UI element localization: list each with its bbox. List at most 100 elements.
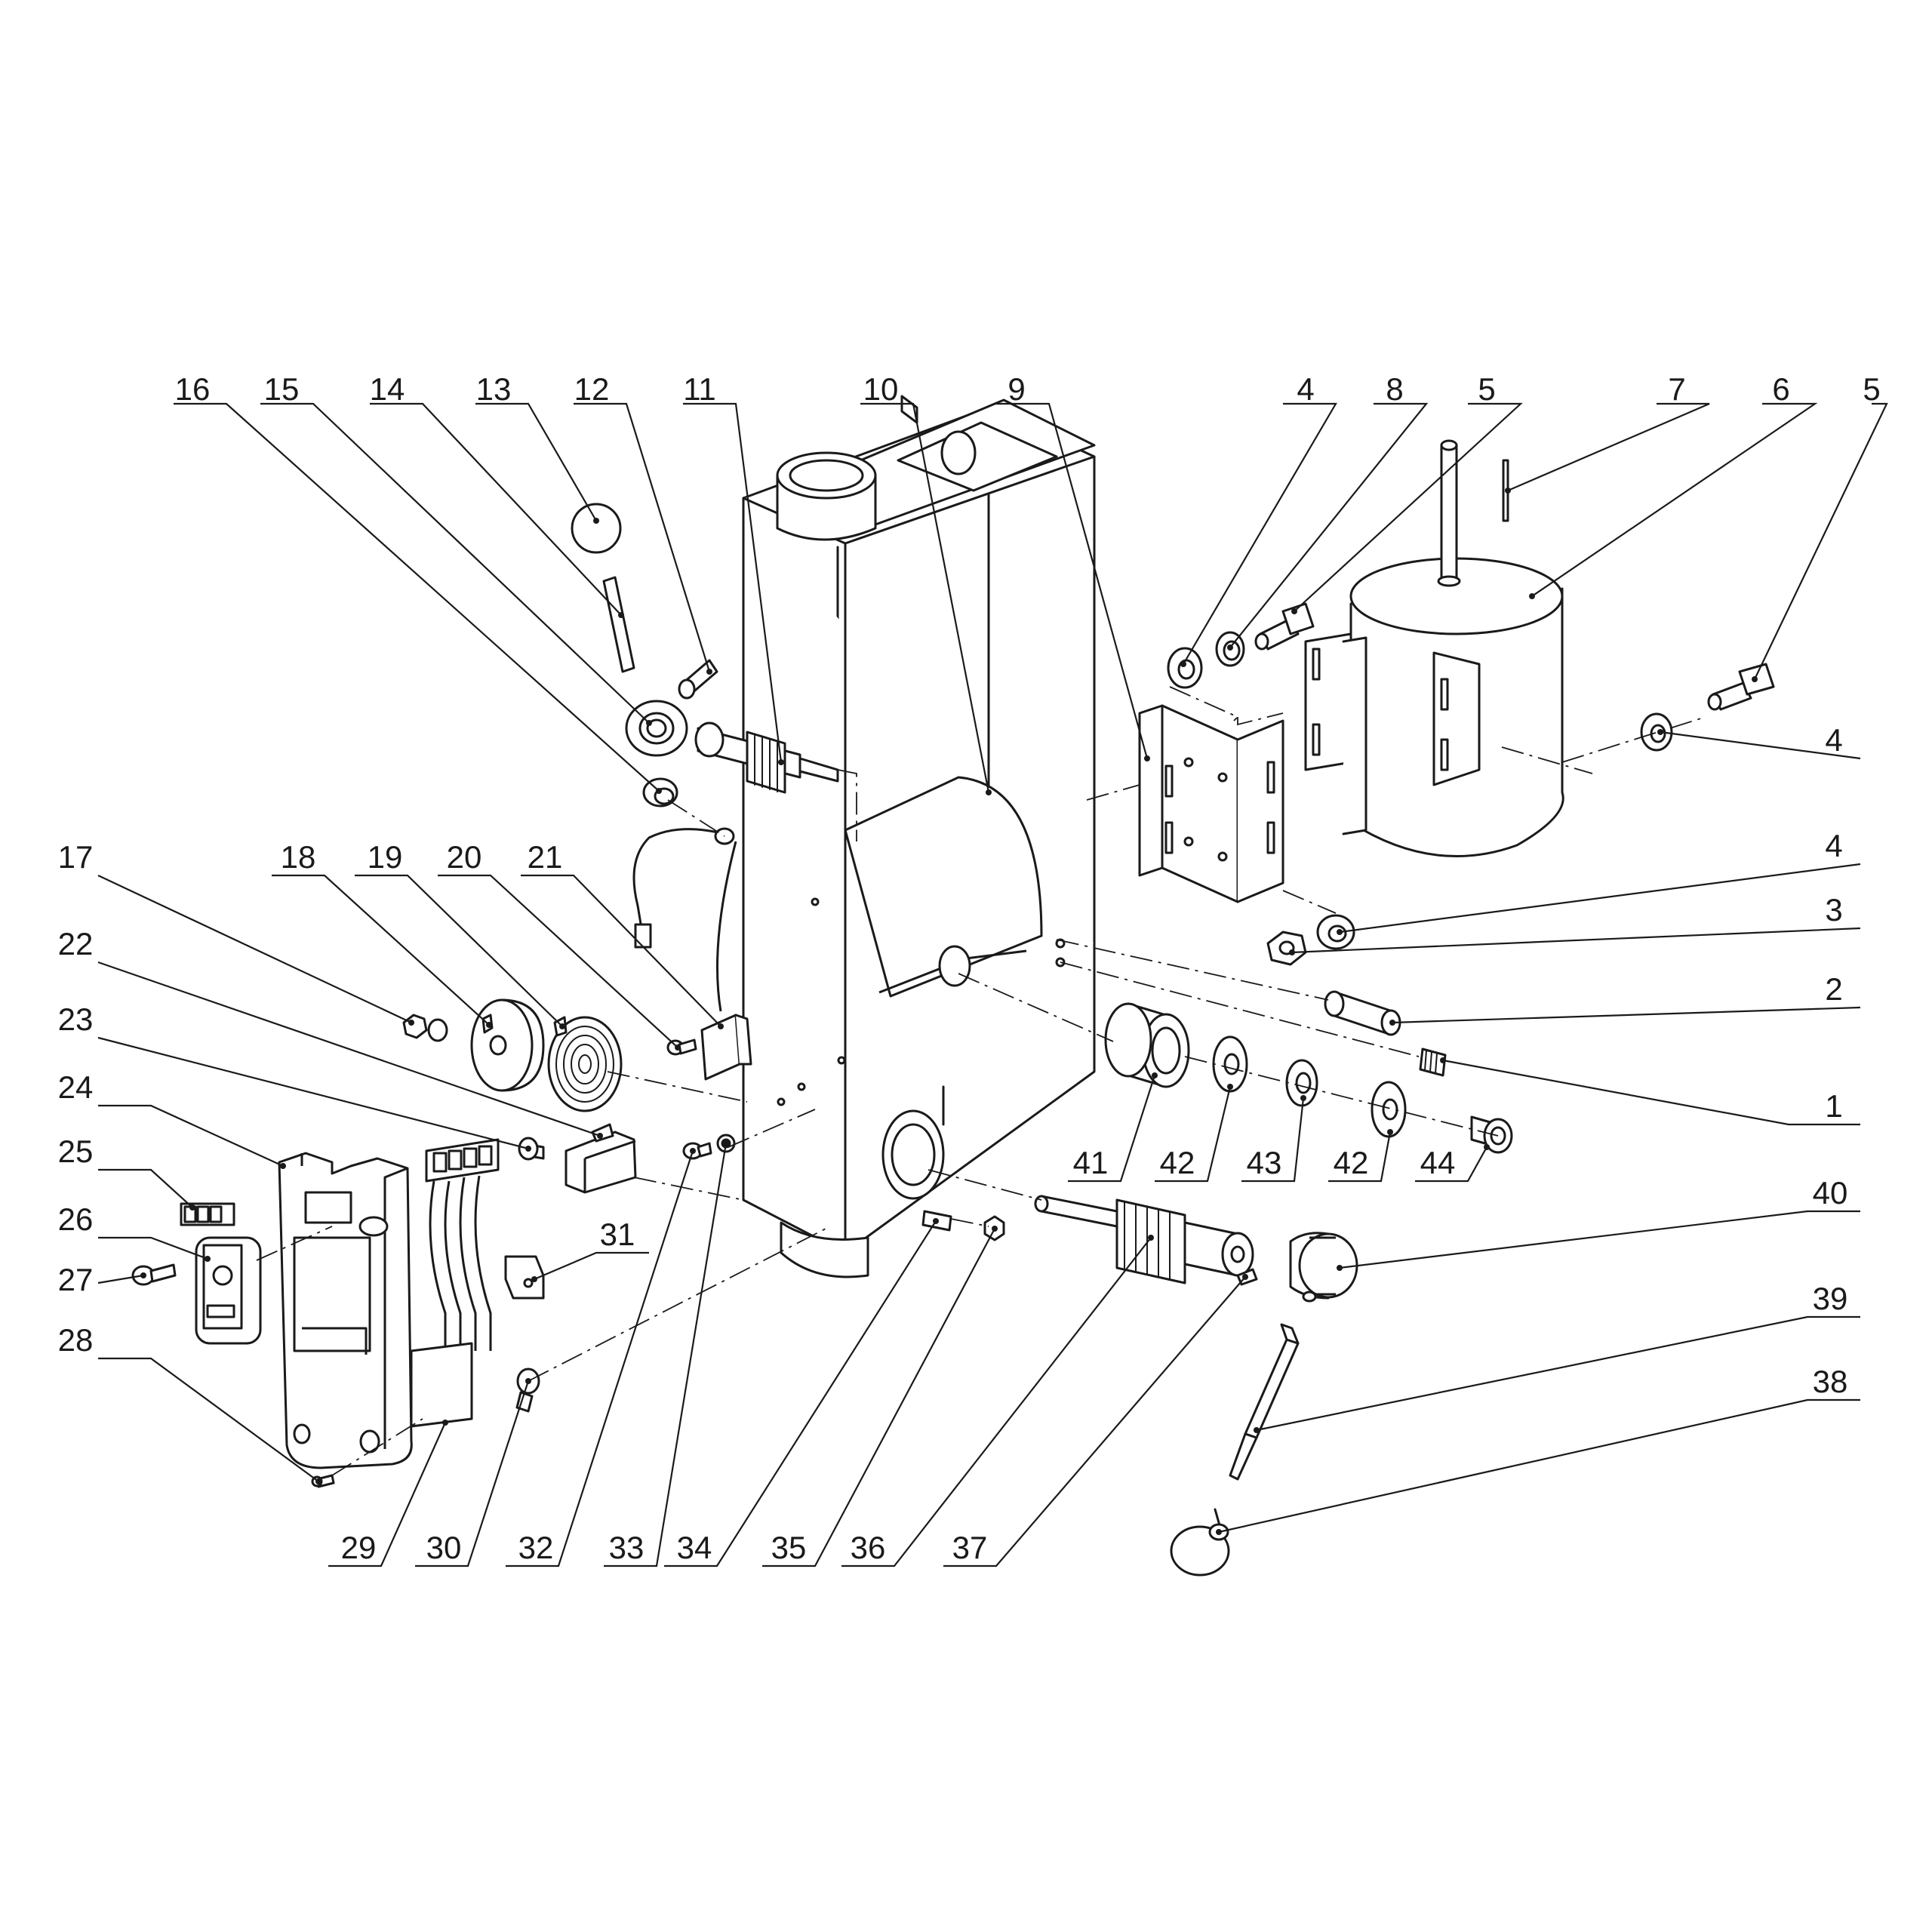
part-4b-washer (1640, 712, 1673, 752)
part-42b-washer (1371, 1081, 1407, 1138)
callout-4-right-top: 4 (1825, 722, 1842, 758)
part-13-knob (571, 503, 622, 554)
part-display-board (425, 1138, 500, 1351)
callout-14: 14 (370, 371, 405, 407)
part-38-knob (1170, 1508, 1230, 1577)
part-41-bushing (1104, 1002, 1190, 1088)
leader-17 (97, 875, 414, 1026)
part-4a-washer (1167, 647, 1203, 689)
leader-21 (521, 874, 724, 1029)
leader-12 (574, 402, 712, 675)
callout-39: 39 (1813, 1281, 1848, 1316)
leader-39 (1254, 1315, 1860, 1433)
leader-19 (355, 874, 565, 1029)
part-4c-washer (1316, 914, 1355, 950)
part-14-handle-rod (602, 576, 635, 673)
leader-8 (1227, 402, 1429, 651)
callout-22: 22 (58, 926, 94, 961)
leader-30 (415, 1378, 531, 1567)
callout-6: 6 (1772, 371, 1789, 407)
leader-23 (97, 1036, 531, 1152)
leader-25 (98, 1168, 195, 1211)
callout-41: 41 (1073, 1145, 1109, 1180)
part-10-side-boss (881, 945, 971, 1200)
leader-24 (98, 1104, 286, 1169)
leader-4b (1657, 729, 1861, 760)
callout-8: 8 (1386, 371, 1403, 407)
leader-3 (1289, 927, 1861, 955)
part-3-nut (1266, 931, 1307, 966)
leader-5a (1291, 402, 1523, 614)
callout-9: 9 (1008, 371, 1025, 407)
callout-3: 3 (1825, 892, 1842, 928)
part-25-switch-panel (180, 1202, 235, 1226)
leader-44 (1415, 1144, 1490, 1183)
part-10-holes (777, 897, 1066, 1106)
part-5a-bolt (1254, 602, 1315, 651)
part-29-pcb-plate (410, 1342, 473, 1428)
callout-23: 23 (58, 1001, 94, 1037)
callout-32: 32 (518, 1530, 554, 1565)
leader-35 (762, 1226, 998, 1567)
callout-34: 34 (677, 1530, 712, 1565)
leader-40 (1337, 1210, 1860, 1271)
callout-13: 13 (476, 371, 512, 407)
leader-28 (98, 1357, 321, 1484)
leader-33 (604, 1140, 729, 1567)
callout-42-right: 42 (1334, 1145, 1369, 1180)
leader-11 (683, 402, 784, 765)
callout-16: 16 (175, 371, 211, 407)
part-40-hub (1289, 1232, 1358, 1303)
leader-9 (996, 402, 1150, 761)
callout-18: 18 (281, 839, 316, 875)
leader-42b (1328, 1129, 1393, 1183)
callout-4-right: 4 (1825, 828, 1842, 863)
part-11-pinion-shaft (694, 721, 839, 794)
leader-10 (860, 402, 992, 795)
part-19-coil-spring (547, 1016, 623, 1112)
callout-17: 17 (58, 839, 94, 875)
leader-31 (531, 1251, 649, 1282)
leader-15 (260, 402, 652, 726)
callout-33: 33 (609, 1530, 645, 1565)
part-17-nuts (402, 1014, 448, 1042)
callout-5-right: 5 (1863, 371, 1880, 407)
callout-40: 40 (1813, 1175, 1848, 1211)
part-21-switch-block (700, 1014, 752, 1081)
callout-44: 44 (1420, 1145, 1456, 1180)
leader-29 (328, 1420, 448, 1567)
callout-37: 37 (952, 1530, 988, 1565)
part-27-screw (131, 1263, 177, 1286)
leader-7 (1505, 402, 1710, 494)
part-36-pinion-shaft (1034, 1195, 1254, 1284)
callout-31: 31 (600, 1217, 635, 1252)
leader-32 (506, 1148, 696, 1567)
callout-20: 20 (447, 839, 482, 875)
part-42a-washer (1212, 1035, 1248, 1093)
part-6-motor (1304, 557, 1564, 858)
leader-6 (1529, 402, 1818, 599)
leader-42a (1155, 1084, 1233, 1183)
part-2-sleeve (1324, 990, 1401, 1036)
callout-19: 19 (368, 839, 403, 875)
leader-2 (1389, 1006, 1861, 1026)
part-6-motor-shaft (1437, 439, 1461, 587)
callout-10: 10 (863, 371, 899, 407)
part-9-motor-bracket (1138, 704, 1284, 903)
part-5b-bolt (1707, 663, 1775, 711)
leader-14 (370, 402, 624, 618)
part-18-spring-cover (470, 998, 545, 1092)
callout-27: 27 (58, 1262, 94, 1297)
part-39-handle-rod (1229, 1323, 1300, 1481)
leader-16 (174, 402, 662, 794)
callout-21: 21 (528, 839, 563, 875)
callout-42-left: 42 (1160, 1145, 1195, 1180)
leader-36 (841, 1235, 1154, 1567)
leader-4a (1180, 402, 1337, 667)
part-31-clip (504, 1255, 545, 1300)
callout-24: 24 (58, 1069, 94, 1105)
callout-35: 35 (771, 1530, 807, 1565)
leader-27 (97, 1272, 146, 1284)
part-10-top-boss (776, 451, 877, 541)
